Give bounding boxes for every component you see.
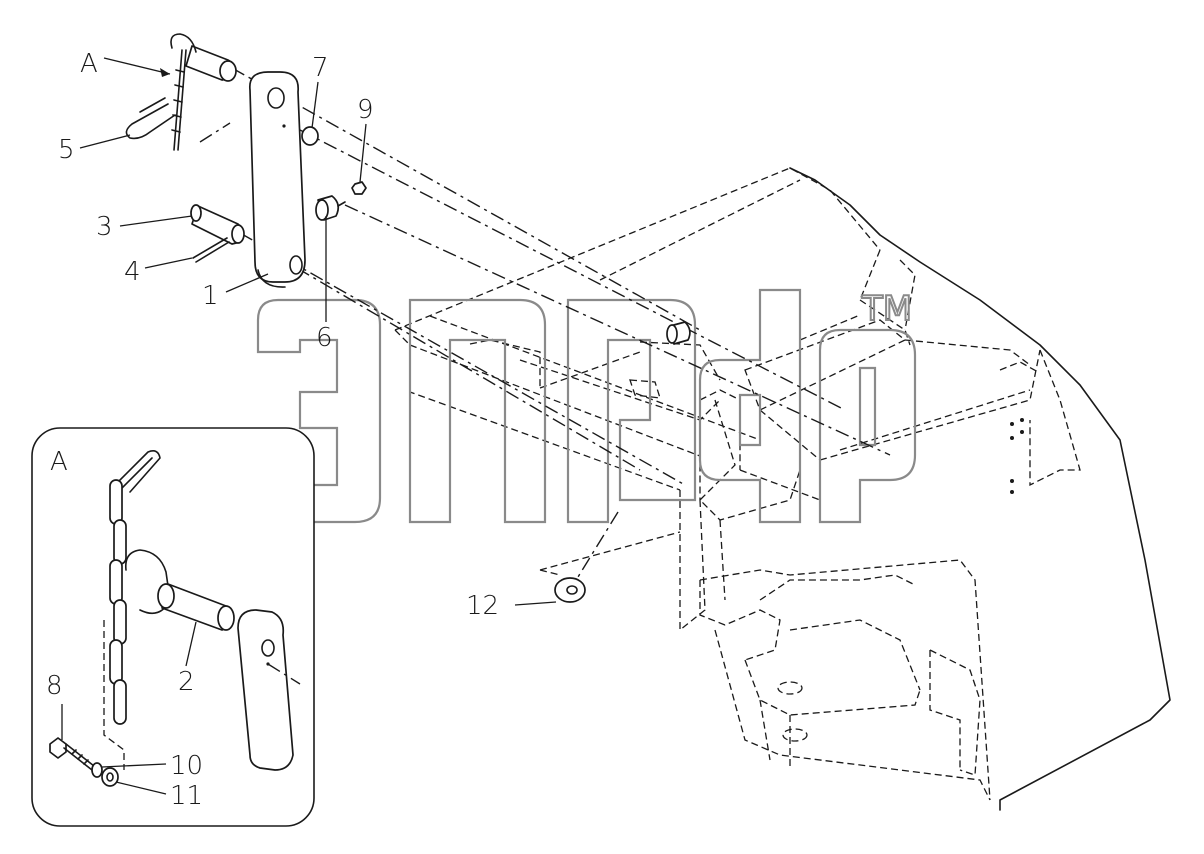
callout-4: 4: [124, 257, 141, 287]
frame-boss: [666, 321, 691, 345]
callout-3: 3: [96, 212, 113, 242]
machine-frame: [394, 167, 1171, 811]
callout-2: 2: [178, 667, 195, 697]
part-1-link-plate: [248, 71, 306, 288]
detail-washer-11: [101, 767, 119, 787]
watermark-logo: [256, 288, 917, 524]
detail-link-plate: [237, 609, 301, 771]
detail-pin-2: [124, 549, 235, 631]
detail-lockwasher-10: [91, 762, 103, 778]
callout-11: 11: [170, 781, 203, 811]
callout-1: 1: [202, 281, 219, 311]
callout-A: A: [80, 49, 98, 79]
detail-bolt-8: [49, 737, 95, 771]
part-7-disc: [282, 124, 319, 146]
callout-8: 8: [46, 671, 63, 701]
callouts-main: A 5 3 4 1 7 9 6 12: [58, 49, 557, 621]
callout-6: 6: [316, 323, 333, 353]
part-6-bushing: [315, 195, 346, 221]
alignment-lines: [199, 67, 891, 591]
part-pin-with-chain: [170, 33, 237, 151]
callout-10: 10: [170, 751, 203, 781]
detail-view-A: A: [31, 427, 315, 827]
watermark-trademark: TM: [861, 289, 912, 329]
part-3-pin: [190, 204, 245, 245]
callout-5: 5: [58, 135, 75, 165]
detail-title: A: [50, 447, 68, 477]
part-12-washer: [554, 577, 586, 603]
callout-7: 7: [312, 53, 329, 83]
callout-12: 12: [466, 591, 499, 621]
part-9-nut: [351, 181, 367, 195]
part-4-split-pin: [192, 237, 230, 263]
callout-9: 9: [357, 95, 374, 125]
part-5-r-clip: [125, 97, 176, 140]
detail-chain: [103, 450, 161, 770]
